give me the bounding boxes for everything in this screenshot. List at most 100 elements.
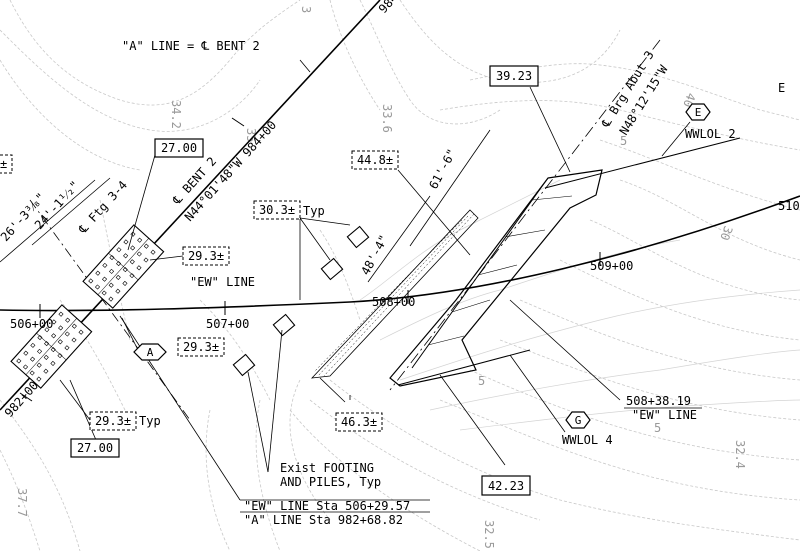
contour-label-5-right: 5: [654, 421, 661, 435]
pile-mark: [101, 276, 108, 282]
contour-label-33-6: 33.6: [380, 104, 394, 133]
ew-end-sta-label: 508+38.19: [626, 394, 691, 408]
pile-mark: [37, 335, 43, 341]
pile-mark: [78, 329, 84, 335]
marker-g-letter: G: [575, 414, 582, 427]
sta-506-label: 506+00: [10, 317, 53, 331]
pile-mark: [43, 354, 49, 360]
pile-mark: [108, 282, 114, 288]
leader: [299, 59, 311, 73]
wwlol2-line: [544, 137, 741, 189]
marker-e: E: [685, 103, 711, 121]
dbox-29-left: 29.3±: [177, 337, 225, 357]
ftg-centerline: [29, 199, 191, 421]
wwlol2-label: WWLOL 2: [685, 127, 736, 141]
pile-mark: [116, 261, 122, 267]
dbox-left-edge: ±: [0, 154, 13, 174]
pile-mark: [57, 353, 63, 359]
ftg-3-4-label: ℄ Ftg 3-4: [75, 178, 130, 237]
dbox-left-edge-text: ±: [0, 157, 7, 171]
sta-507-label: 507+00: [206, 317, 249, 331]
pile-mark: [95, 270, 101, 276]
dbox-30-text: 30.3±: [259, 203, 295, 217]
pile-mark: [123, 239, 129, 245]
dbox-46-text: 46.3±: [341, 415, 377, 429]
leader-lines: [0, 59, 691, 513]
exist-footing-label-2: AND PILES, Typ: [280, 475, 381, 489]
exist-footing-label-1: Exist FOOTING: [280, 461, 374, 475]
box-27-top: 27.00: [154, 138, 204, 158]
brg-abut-line: [389, 39, 661, 391]
leader: [509, 354, 566, 433]
pile-mark: [101, 290, 107, 296]
hatch-line: [427, 335, 465, 346]
contour-label-32-5: 32.5: [482, 520, 496, 549]
leader: [319, 377, 346, 403]
pile-mark: [51, 319, 57, 325]
pile-mark: [64, 345, 70, 351]
pile-mark: [109, 268, 115, 274]
hatch-line: [504, 229, 546, 238]
pile-mark: [123, 253, 129, 259]
tick-982: [19, 392, 33, 402]
footing-piles: [16, 231, 156, 382]
dim-line: [367, 195, 431, 283]
pile-mark: [64, 331, 70, 337]
leader: [127, 154, 156, 251]
dbox-29-left-text: 29.3±: [183, 340, 219, 354]
pile-mark: [108, 296, 114, 302]
marker-a-letter: A: [147, 346, 154, 359]
leader: [299, 217, 331, 261]
box-39: 39.23: [489, 65, 539, 87]
box-27-bottom-text: 27.00: [77, 441, 113, 455]
exist-footing: [232, 353, 256, 377]
leader: [59, 379, 91, 421]
sta-509-label: 509+00: [590, 259, 633, 273]
pile-mark: [71, 323, 77, 329]
box-42-text: 42.23: [488, 479, 524, 493]
hatch-line: [451, 299, 491, 313]
leader: [247, 371, 269, 473]
pile-mark: [50, 347, 56, 353]
box-27-bottom: 27.00: [70, 438, 120, 458]
pile-mark: [29, 370, 35, 376]
pile-mark: [16, 358, 22, 364]
pile-mark: [122, 267, 128, 273]
pile-mark: [50, 360, 56, 366]
dbox-29-right-text: 29.3±: [188, 249, 224, 263]
sta-510-label: 510: [778, 199, 800, 213]
dbox-44-text: 44.8±: [357, 153, 393, 167]
pile-mark: [150, 249, 156, 255]
hatch-line: [477, 264, 518, 276]
pile-mark: [116, 247, 122, 253]
marker-a: A: [133, 343, 167, 361]
sta-984-top: 984: [376, 0, 401, 16]
dbox-29-bottom: 29.3± Typ: [89, 411, 161, 431]
contour-label-30: 30: [717, 224, 735, 242]
sta-508-label: 508+00: [372, 295, 415, 309]
abutment-outline: [310, 169, 603, 387]
pile-mark: [102, 262, 108, 268]
e-letter-right: E: [778, 81, 785, 95]
pile-mark: [36, 376, 42, 382]
ew-line-label: "EW" LINE: [190, 275, 255, 289]
pile-mark: [115, 288, 121, 294]
pile-group: [16, 311, 84, 382]
contour-label-3: 3: [299, 6, 313, 13]
exist-footing-strip: [310, 209, 479, 379]
contour-label-37-7: 37.7: [15, 488, 29, 517]
box-27-top-text: 27.00: [161, 141, 197, 155]
exist-footing: [272, 313, 296, 337]
pile-mark: [71, 337, 77, 343]
pile-mark: [22, 364, 29, 370]
sta-982-label: 982+00: [2, 378, 41, 420]
footing-line: [36, 332, 67, 361]
hatch-line: [531, 195, 573, 201]
pile-mark: [30, 342, 36, 348]
exist-footing-hatch: [313, 213, 475, 377]
dim-line: [0, 179, 96, 263]
pile-mark: [44, 327, 50, 333]
pile-mark: [143, 243, 149, 249]
